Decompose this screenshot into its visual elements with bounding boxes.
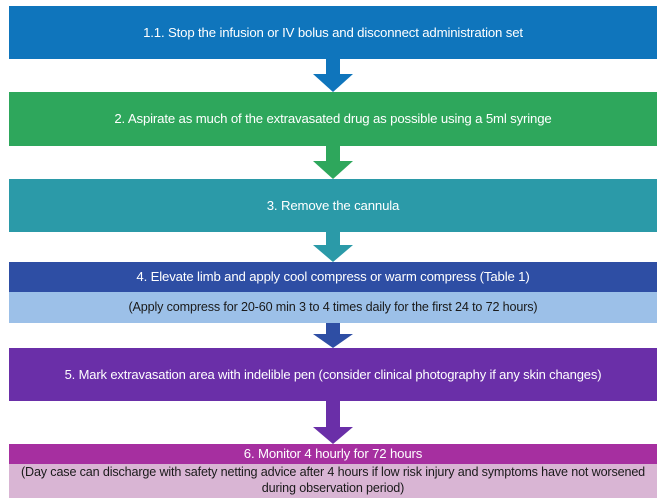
arrow-down-icon-4 — [313, 323, 353, 348]
flow-step-5-label: 5. Mark extravasation area with indelibl… — [9, 348, 657, 401]
flow-step-1-label: 1.1. Stop the infusion or IV bolus and d… — [9, 6, 657, 59]
arrow-down-icon-2 — [313, 146, 353, 179]
flow-step-4-subtext: (Apply compress for 20-60 min 3 to 4 tim… — [9, 292, 657, 323]
flow-step-6-subtext: (Day case can discharge with safety nett… — [9, 464, 657, 498]
flow-step-3: 3. Remove the cannula — [9, 179, 657, 232]
flow-step-2-label: 2. Aspirate as much of the extravasated … — [9, 92, 657, 146]
arrow-down-icon-5 — [313, 401, 353, 444]
flow-step-3-label: 3. Remove the cannula — [9, 179, 657, 232]
flow-step-6-label: 6. Monitor 4 hourly for 72 hours — [9, 444, 657, 464]
flow-step-5: 5. Mark extravasation area with indelibl… — [9, 348, 657, 401]
flow-step-4-label: 4. Elevate limb and apply cool compress … — [9, 262, 657, 292]
flow-step-6: 6. Monitor 4 hourly for 72 hours (Day ca… — [9, 444, 657, 498]
flow-step-1: 1.1. Stop the infusion or IV bolus and d… — [9, 6, 657, 59]
arrow-down-icon-3 — [313, 232, 353, 262]
arrow-down-icon-1 — [313, 59, 353, 92]
flow-step-2: 2. Aspirate as much of the extravasated … — [9, 92, 657, 146]
flow-step-4: 4. Elevate limb and apply cool compress … — [9, 262, 657, 323]
